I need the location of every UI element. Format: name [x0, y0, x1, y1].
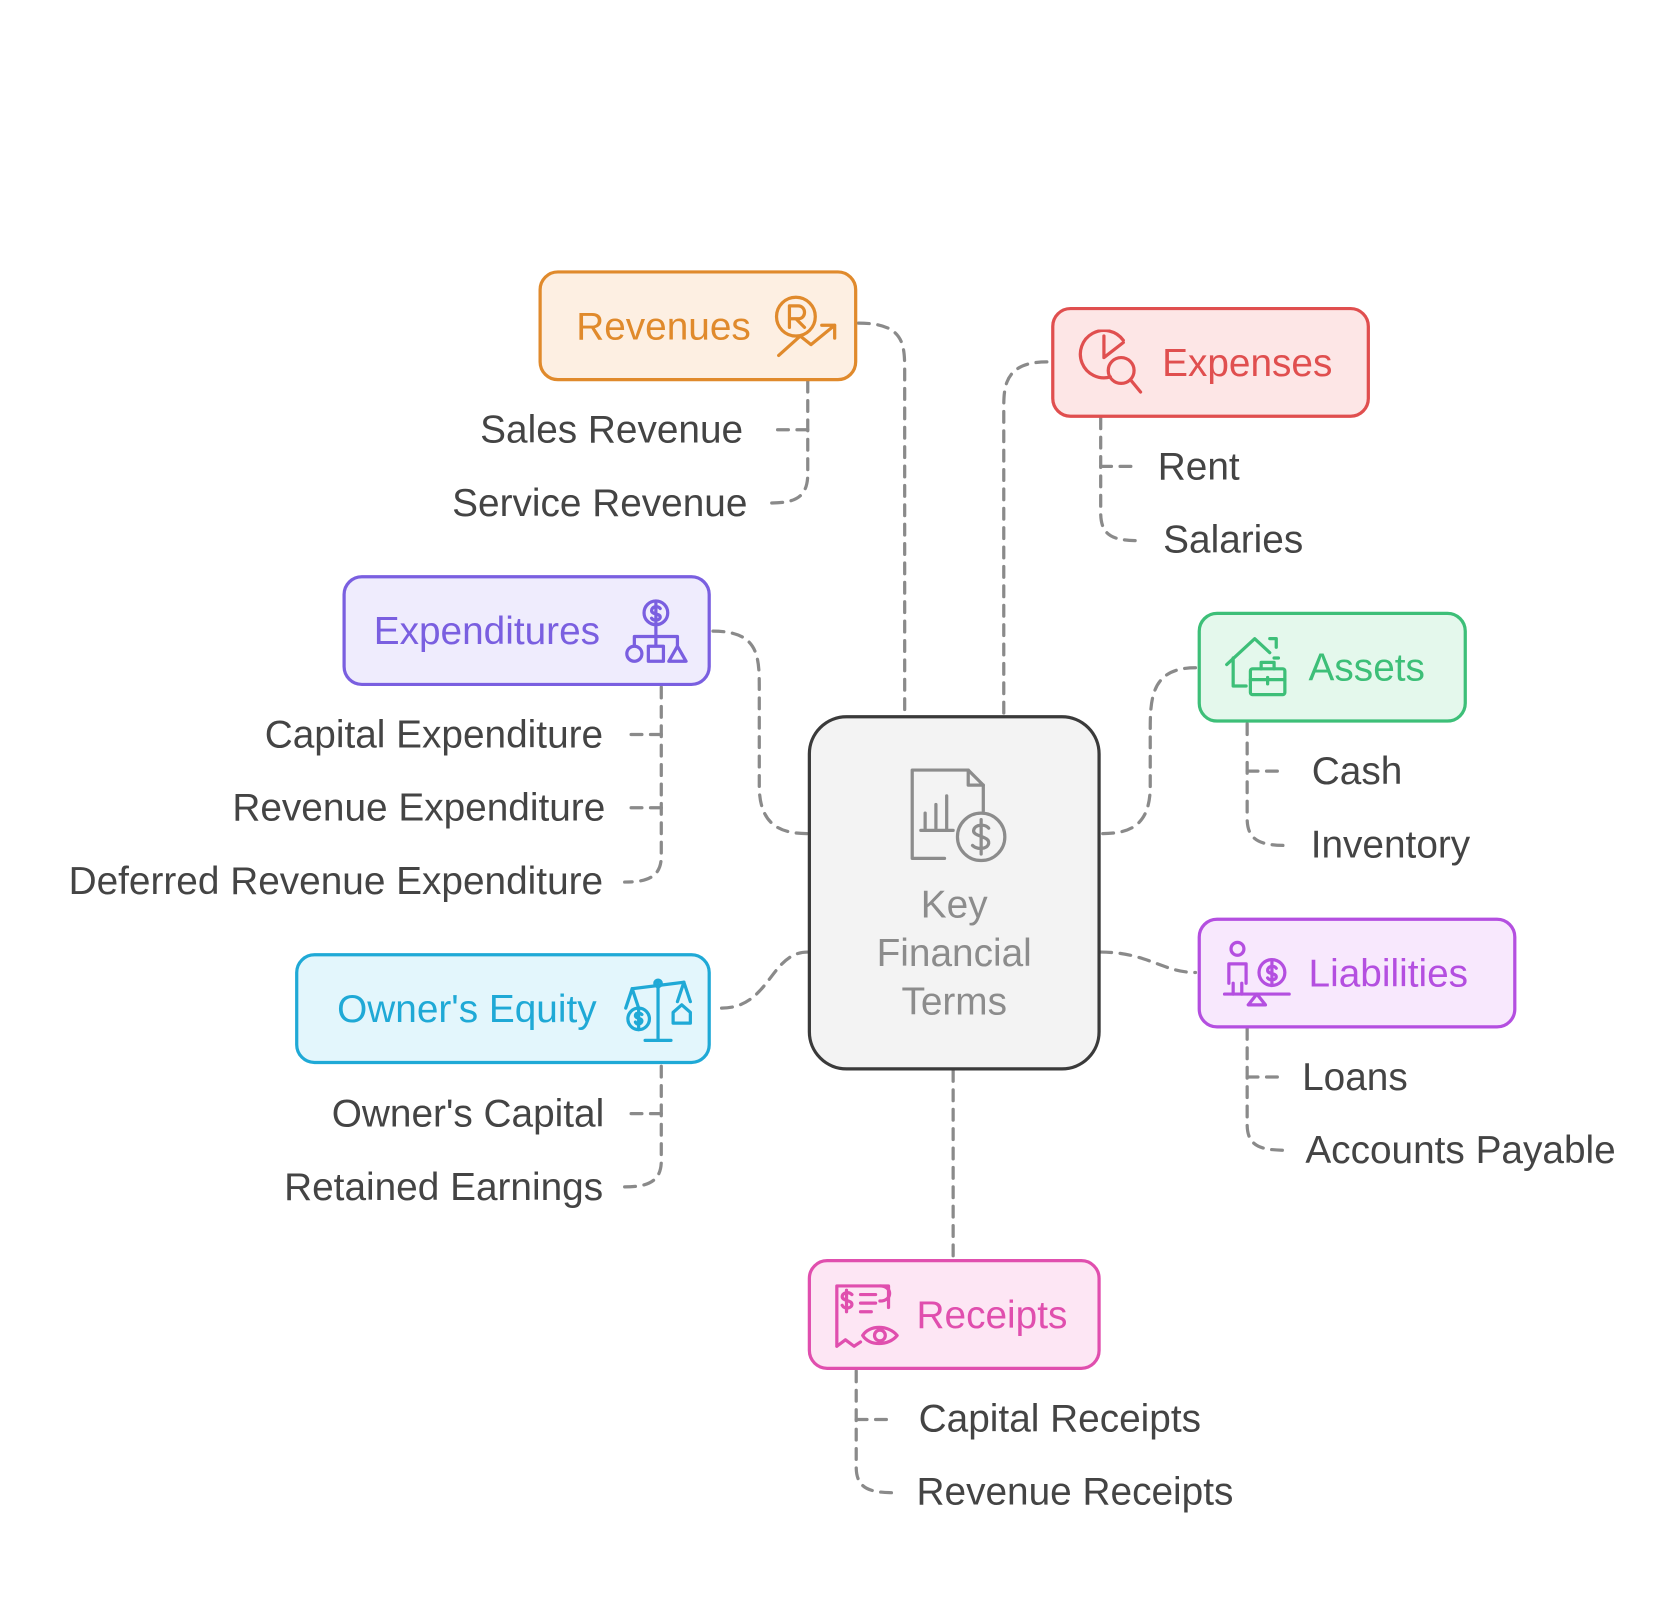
document-dollar-chart-icon	[910, 768, 1007, 863]
center-label-line-3: Terms	[901, 978, 1007, 1024]
liabilities-label: Liabilities	[1308, 950, 1469, 995]
equity-item-2: Retained Earnings	[284, 1164, 604, 1209]
assets-item-2: Inventory	[1310, 821, 1471, 866]
expenses-label: Expenses	[1162, 339, 1333, 384]
person-dollar-balance-icon	[1222, 940, 1291, 1007]
dollar-hierarchy-icon	[625, 599, 688, 663]
pie-chart-search-icon	[1078, 329, 1143, 394]
receipts-item-2: Revenue Receipts	[916, 1469, 1234, 1514]
connector-expenditures	[711, 629, 810, 836]
expenses-item-1: Rent	[1157, 443, 1240, 488]
equity-node: Owner's Equity	[295, 953, 711, 1065]
receipts-item-1: Capital Receipts	[918, 1395, 1201, 1440]
assets-node: Assets	[1197, 611, 1467, 723]
rupee-growth-icon	[774, 295, 837, 358]
connector-equity	[719, 950, 810, 1010]
equity-label: Owner's Equity	[337, 985, 597, 1031]
revenues-node: Revenues	[538, 270, 858, 382]
expenditures-item-1: Capital Expenditure	[264, 711, 604, 757]
expenditures-item-3: Deferred Revenue Expenditure	[68, 858, 604, 903]
connector-revenues	[856, 321, 907, 717]
connector-expenses	[1002, 360, 1049, 717]
liabilities-node: Liabilities	[1197, 917, 1517, 1029]
expenditures-node: Expenditures	[342, 575, 711, 687]
liabilities-item-1: Loans	[1302, 1054, 1408, 1099]
receipt-eye-icon	[835, 1284, 899, 1348]
revenues-label: Revenues	[576, 303, 751, 348]
receipts-node: Receipts	[807, 1259, 1101, 1370]
connector-liabilities	[1099, 950, 1198, 975]
expenses-node: Expenses	[1051, 306, 1370, 418]
expenditures-item-2: Revenue Expenditure	[232, 785, 606, 830]
center-label-line-2: Financial	[876, 930, 1032, 975]
revenues-item-1: Sales Revenue	[480, 407, 744, 452]
house-briefcase-icon	[1225, 637, 1287, 697]
balance-scale-icon	[624, 978, 692, 1042]
equity-item-1: Owner's Capital	[331, 1091, 605, 1136]
assets-label: Assets	[1308, 644, 1425, 689]
liabilities-item-2: Accounts Payable	[1305, 1127, 1616, 1172]
expenses-item-2: Salaries	[1163, 516, 1304, 562]
center-node: Key Financial Terms	[807, 715, 1101, 1071]
assets-item-1: Cash	[1311, 748, 1403, 793]
expenditures-label: Expenditures	[373, 607, 601, 653]
receipts-label: Receipts	[916, 1291, 1068, 1337]
center-label-line-1: Key	[920, 882, 988, 927]
connector-assets	[1099, 666, 1198, 836]
revenues-item-2: Service Revenue	[452, 480, 748, 525]
